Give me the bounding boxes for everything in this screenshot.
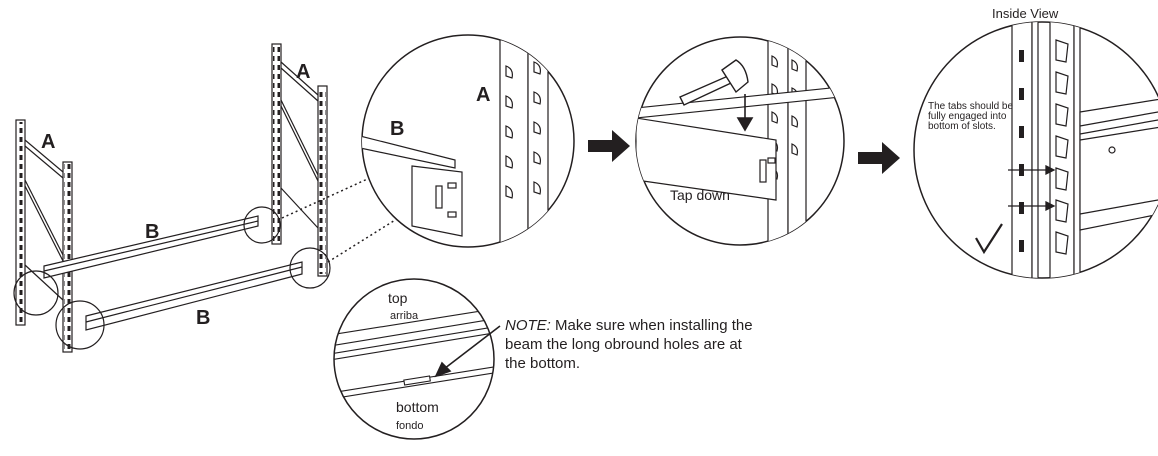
- detail-circle-2: [635, 36, 845, 246]
- note-body: Make sure when installing the beam the l…: [505, 317, 753, 372]
- detail-label-b: B: [390, 118, 405, 140]
- frame-label-a-right: A: [296, 61, 311, 83]
- left-upright-frame: [15, 119, 73, 353]
- arrow-right-icon: [588, 130, 630, 162]
- detail-circle-3: [913, 21, 1158, 279]
- checkmark-icon: [975, 223, 1003, 255]
- arrow-right-icon-2: [858, 142, 900, 174]
- detail-circle-1: [361, 34, 575, 248]
- inside-view-title: Inside View: [992, 6, 1059, 21]
- beam-label-b-back: B: [145, 221, 160, 243]
- connector-detail-circles: [13, 206, 331, 350]
- note-text: NOTE: Make sure when installing the beam…: [505, 316, 765, 373]
- tabs-instruction: The tabs should be fully engaged into bo…: [928, 101, 1014, 132]
- down-arrow-icon: [736, 94, 754, 132]
- top-label-es: arriba: [390, 310, 419, 322]
- bottom-label: bottom: [396, 399, 439, 415]
- top-label: top: [388, 290, 408, 306]
- hammer-icon: [679, 59, 749, 106]
- tap-down-label: Tap down: [670, 187, 730, 203]
- beams: [43, 215, 303, 331]
- detail-label-a: A: [476, 84, 491, 106]
- frame-label-a-left: A: [41, 131, 56, 153]
- right-upright-frame: [271, 43, 328, 277]
- note-pointer: [434, 325, 501, 378]
- beam-label-b-front: B: [196, 307, 211, 329]
- bottom-label-es: fondo: [396, 420, 424, 432]
- note-prefix: NOTE:: [505, 317, 551, 334]
- note-detail-circle: [333, 278, 495, 440]
- pointer-arrows: [1008, 164, 1056, 212]
